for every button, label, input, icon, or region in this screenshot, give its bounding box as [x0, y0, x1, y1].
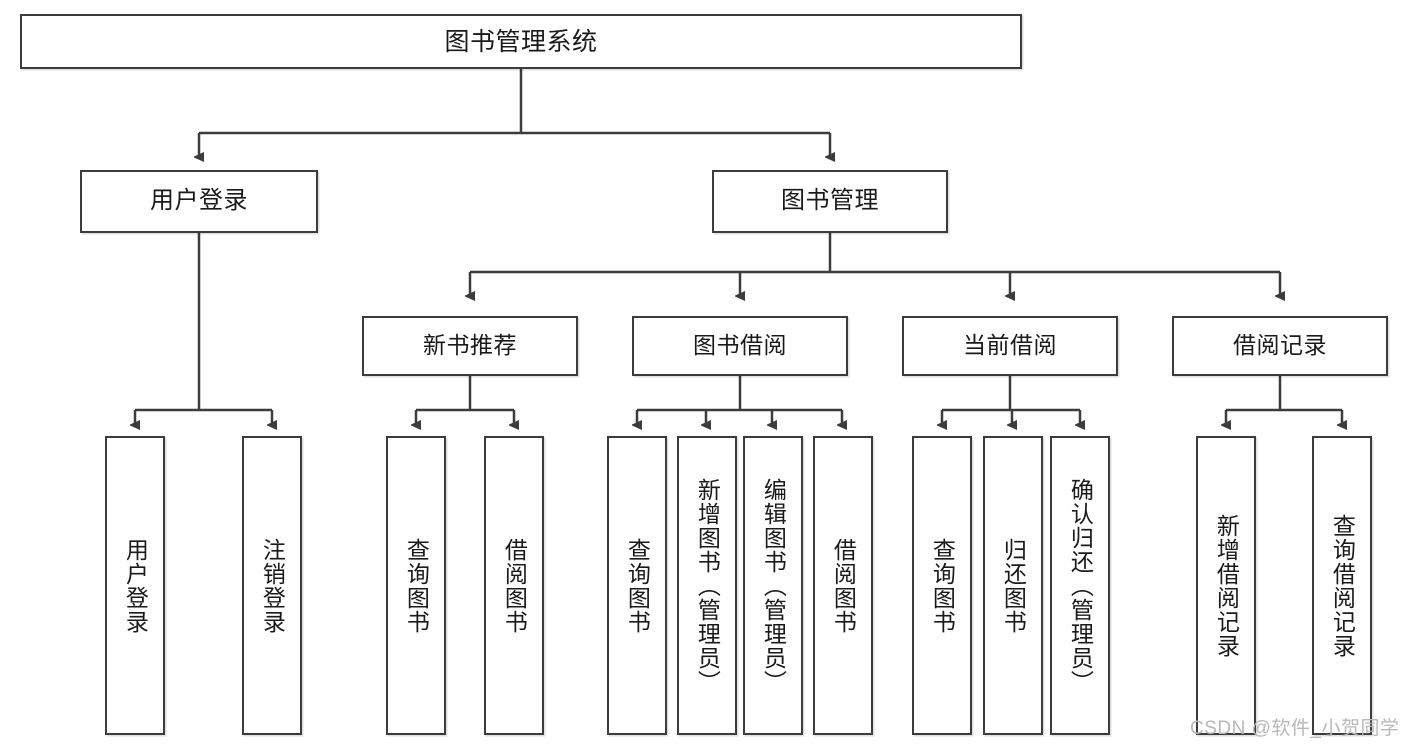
leaf-current-query-book[interactable]: 查询图书 [912, 436, 972, 735]
leaf-user-login-logout[interactable]: 注销登录 [242, 436, 302, 735]
node-book-management[interactable]: 图书管理 [712, 170, 948, 233]
leaf-record-query[interactable]: 查询借阅记录 [1312, 436, 1372, 735]
node-label: 查询图书 [624, 537, 651, 634]
leaf-current-return-book[interactable]: 归还图书 [983, 436, 1043, 735]
node-label: 当前借阅 [963, 332, 1057, 359]
watermark-text: CSDN @软件_小贺同学 [1190, 718, 1400, 739]
node-label: 用户登录 [122, 537, 149, 634]
node-borrow-record[interactable]: 借阅记录 [1172, 316, 1388, 376]
node-user-login[interactable]: 用户登录 [80, 170, 318, 233]
leaf-new-book-borrow[interactable]: 借阅图书 [484, 436, 544, 735]
node-label: 查询借阅记录 [1329, 513, 1356, 658]
leaf-record-add[interactable]: 新增借阅记录 [1196, 436, 1256, 735]
node-label: 借阅图书 [830, 537, 857, 634]
node-label: 借阅图书 [501, 537, 528, 634]
node-book-borrow[interactable]: 图书借阅 [632, 316, 848, 376]
node-label: 查询图书 [403, 537, 430, 634]
node-root-system[interactable]: 图书管理系统 [20, 14, 1022, 69]
node-label: 编辑图书（管理员） [760, 477, 787, 694]
node-label: 用户登录 [150, 187, 248, 215]
node-label: 图书管理系统 [444, 27, 598, 56]
node-label: 图书借阅 [693, 332, 787, 359]
node-current-borrow[interactable]: 当前借阅 [902, 316, 1118, 376]
node-label: 查询图书 [929, 537, 956, 634]
node-new-book-recommend[interactable]: 新书推荐 [362, 316, 578, 376]
node-label: 确认归还（管理员） [1067, 477, 1094, 694]
node-label: 新书推荐 [423, 332, 517, 359]
node-label: 新增图书（管理员） [694, 477, 721, 694]
node-label: 借阅记录 [1233, 332, 1327, 359]
leaf-new-book-query[interactable]: 查询图书 [386, 436, 446, 735]
leaf-borrow-borrow-book[interactable]: 借阅图书 [813, 436, 873, 735]
node-label: 图书管理 [781, 187, 879, 215]
node-label: 注销登录 [259, 537, 286, 634]
leaf-borrow-edit-book[interactable]: 编辑图书（管理员） [743, 436, 803, 735]
leaf-borrow-add-book[interactable]: 新增图书（管理员） [677, 436, 737, 735]
leaf-current-confirm-return[interactable]: 确认归还（管理员） [1050, 436, 1110, 735]
node-label: 新增借阅记录 [1213, 513, 1240, 658]
node-label: 归还图书 [1000, 537, 1027, 634]
leaf-borrow-query-book[interactable]: 查询图书 [607, 436, 667, 735]
leaf-user-login-login[interactable]: 用户登录 [105, 436, 165, 735]
